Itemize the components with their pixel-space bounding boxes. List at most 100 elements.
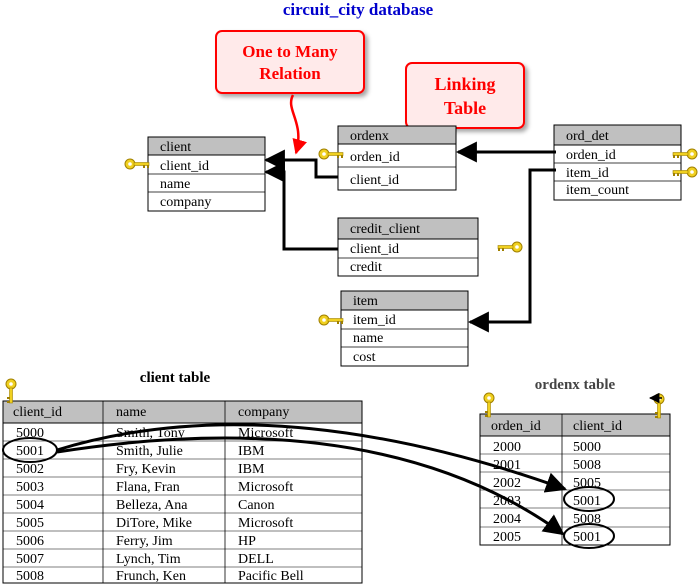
callout-linking-line2: Table (444, 98, 486, 118)
key-icon-orddet-orden (672, 148, 698, 160)
entity-client-field: company (160, 195, 211, 210)
table-cell: 5000 (16, 426, 44, 441)
table-cell: 5008 (573, 458, 601, 473)
client-table-caption: client table (140, 370, 211, 386)
table-row: 5003 Flana, Fran Microsoft (16, 480, 293, 495)
table-row: 5005 DiTore, Mike Microsoft (16, 516, 293, 531)
entity-ord-det-title: ord_det (566, 129, 609, 144)
table-row: 2003 5001 (493, 494, 601, 509)
table-row: 5004 Belleza, Ana Canon (16, 498, 275, 513)
table-cell: 5002 (16, 462, 44, 477)
table-cell: 5001 (16, 444, 44, 459)
table-row: 2000 5000 (493, 440, 601, 455)
diagram-title: circuit_city database (283, 0, 434, 19)
client-table-header: company (238, 405, 289, 420)
key-icon-ordenx (318, 148, 344, 160)
table-row: 2001 5008 (493, 458, 601, 473)
table-cell: Frunch, Ken (116, 569, 186, 584)
key-icon-credit-client (497, 241, 523, 253)
table-cell: 2003 (493, 494, 521, 509)
table-cell: 5003 (16, 480, 44, 495)
table-cell: Pacific Bell (238, 569, 304, 584)
table-cell: 5001 (573, 494, 601, 509)
callout-linking-line1: Linking (434, 74, 495, 94)
entity-ord-det-field: orden_id (566, 148, 616, 163)
entity-client-field: client_id (160, 159, 209, 174)
link-arrow-to-2003 (56, 423, 567, 493)
table-row: 5008 Frunch, Ken Pacific Bell (16, 569, 304, 584)
client-table-header: name (116, 405, 146, 420)
key-icon-orddet-item (672, 166, 698, 178)
table-cell: 5000 (573, 440, 601, 455)
table-row: 5007 Lynch, Tim DELL (16, 552, 274, 567)
relationship-lines (263, 141, 556, 333)
entity-ord-det: ord_det orden_id item_id item_count (553, 124, 682, 201)
table-cell: Fry, Kevin (116, 462, 176, 477)
table-cell: Belleza, Ana (116, 498, 188, 513)
callout-pointer-arrow (289, 94, 307, 155)
table-cell: Smith, Julie (116, 444, 183, 459)
table-cell: Canon (238, 498, 275, 513)
table-row: 5002 Fry, Kevin IBM (16, 462, 265, 477)
table-cell: IBM (238, 462, 265, 477)
entity-item-field: cost (353, 350, 376, 365)
table-cell: Microsoft (238, 480, 293, 495)
client-table: client_id name company 5000 Smith, Tony … (2, 400, 363, 584)
table-cell: 2001 (493, 458, 521, 473)
entity-credit-client-field: credit (350, 260, 382, 275)
table-cell: 5004 (16, 498, 44, 513)
table-cell: 5006 (16, 534, 44, 549)
entity-ordenx-field: orden_id (350, 150, 400, 165)
entity-credit-client: credit_client client_id credit (337, 217, 479, 277)
link-arrows (56, 423, 567, 536)
entity-item: item item_id name cost (340, 290, 469, 367)
link-arrow-to-2005 (56, 436, 565, 536)
callout-one-to-many-line1: One to Many (242, 42, 338, 61)
table-row: 5006 Ferry, Jim HP (16, 534, 256, 549)
client-table-header: client_id (13, 405, 62, 420)
table-cell: HP (238, 534, 256, 549)
key-icon-client-table (5, 378, 17, 404)
entity-client-field: name (160, 177, 190, 192)
entity-ord-det-field: item_id (566, 166, 609, 181)
table-cell: Ferry, Jim (116, 534, 173, 549)
table-cell: Smith, Tony (116, 426, 185, 441)
callout-one-to-many-line2: Relation (259, 64, 321, 83)
entity-item-field: item_id (353, 313, 396, 328)
table-cell: 2002 (493, 476, 521, 491)
entity-credit-client-field: client_id (350, 242, 399, 257)
table-cell: 5007 (16, 552, 44, 567)
relation-orddet-item (467, 168, 556, 333)
relation-ordenx-client (263, 149, 338, 179)
highlight-ellipse-ordenx-2003 (563, 486, 615, 512)
ordenx-table-caption: ordenx table (535, 377, 616, 393)
table-cell: DiTore, Mike (116, 516, 192, 531)
entity-ordenx: ordenx orden_id client_id (337, 125, 457, 191)
ordenx-table-header: client_id (573, 419, 622, 434)
entity-ord-det-field: item_count (566, 183, 629, 198)
key-icon-ordenx-table (483, 392, 495, 418)
table-cell: 5005 (16, 516, 44, 531)
relation-credit-client (263, 161, 338, 251)
entity-client-title: client (160, 140, 191, 155)
table-cell: Lynch, Tim (116, 552, 181, 567)
table-row: 2005 5001 (493, 530, 601, 545)
table-cell: 5008 (16, 569, 44, 584)
entity-item-title: item (353, 294, 378, 309)
highlight-ellipse-ordenx-2005 (563, 523, 615, 549)
entity-item-field: name (353, 331, 383, 346)
table-cell: Flana, Fran (116, 480, 180, 495)
entity-credit-client-title: credit_client (350, 222, 420, 237)
ordenx-table: orden_id client_id 2000 5000 2001 5008 2… (479, 413, 671, 546)
table-cell: IBM (238, 444, 265, 459)
key-icon-item (318, 314, 344, 326)
callout-one-to-many: One to Many Relation (215, 30, 365, 155)
ordenx-table-header: orden_id (491, 419, 541, 434)
table-cell: 2000 (493, 440, 521, 455)
table-cell: Microsoft (238, 516, 293, 531)
table-cell: 2004 (493, 512, 521, 527)
entity-ordenx-field: client_id (350, 173, 399, 188)
key-icon-client (124, 158, 150, 170)
table-cell: 5001 (573, 530, 601, 545)
